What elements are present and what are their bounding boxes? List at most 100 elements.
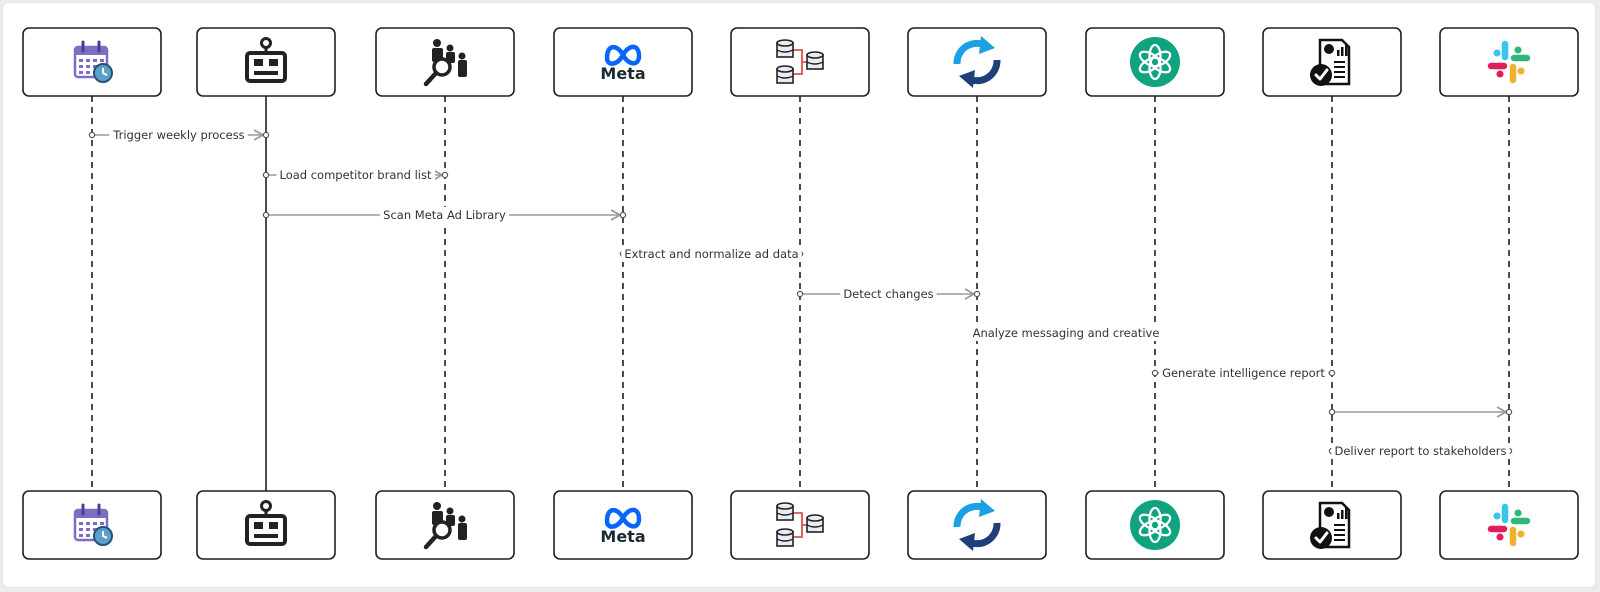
message-label-bg [276, 167, 435, 183]
message-end-dot [1328, 369, 1336, 377]
message-label: Extract and normalize ad data [624, 247, 798, 261]
competitor-research-icon [423, 39, 467, 87]
report-bar [1337, 513, 1340, 519]
meta-logo: Meta [600, 507, 646, 546]
calendar-cell [79, 534, 83, 537]
report-bar [1345, 44, 1348, 56]
slack-dot [1493, 512, 1501, 520]
database-network-icon [776, 39, 824, 84]
robot-eye [269, 59, 278, 66]
calendar-cell [79, 528, 83, 531]
message-4: Extract and normalize ad data [619, 246, 804, 262]
slack-icon [1487, 40, 1531, 84]
magnifier-handle [423, 533, 439, 550]
sync-arrowhead-top [979, 499, 995, 517]
calendar-cell [79, 65, 83, 68]
message-label-bg [1331, 443, 1510, 459]
database-cylinder-top [776, 39, 794, 47]
message-start-dot [262, 211, 270, 219]
message-label-bg [840, 286, 937, 302]
calendar-cell [86, 59, 90, 62]
robot-eye [254, 522, 263, 529]
person-head [446, 507, 454, 515]
slack-icon [1487, 503, 1531, 547]
participant-top-openai [1085, 27, 1225, 97]
report-bar [1337, 50, 1340, 56]
calendar-cell [93, 528, 97, 531]
report-bar [1345, 507, 1348, 519]
slack-dot [1514, 46, 1522, 54]
calendar-cell [86, 65, 90, 68]
robot-eye [254, 59, 263, 66]
message-label-bg [380, 207, 510, 223]
robot-icon [245, 37, 287, 83]
participant-bottom-calendar-clock [22, 490, 162, 560]
database-cylinder-top [806, 51, 824, 59]
participant-top-competitor-research [375, 27, 515, 97]
participant-top-robot [196, 27, 336, 97]
participant-top-sync-arrows [907, 27, 1047, 97]
database-cylinder-band [776, 538, 794, 542]
calendar-clock-icon [73, 503, 113, 546]
person-body [458, 523, 467, 540]
sync-arrowhead-top [979, 36, 995, 54]
magnifier-lens [432, 57, 452, 77]
check-badge [1310, 527, 1332, 549]
calendar-cell [93, 65, 97, 68]
message-end-dot [1505, 408, 1513, 416]
message-3: Scan Meta Ad Library [262, 207, 627, 223]
database-network-icon [776, 502, 824, 547]
robot-mouth [254, 534, 278, 538]
report-check-icon [1310, 38, 1351, 86]
magnifier-lens [432, 520, 452, 540]
robot-mouth [254, 71, 278, 75]
participant-bottom-robot [196, 490, 336, 560]
message-1: Trigger weekly process [88, 127, 270, 143]
meta-infinity-mark [604, 44, 642, 66]
magnifier-handle [423, 70, 439, 87]
person-body [458, 60, 467, 77]
participant-bottom-database-network [730, 490, 870, 560]
database-cylinder-top [776, 65, 794, 73]
participant-box [553, 490, 693, 560]
clock-hands [102, 68, 108, 76]
clock-hands [102, 531, 108, 539]
sync-arrowhead-bottom [959, 533, 975, 551]
calendar-cell [100, 59, 104, 62]
slack-dot [1493, 49, 1501, 57]
openai-knot-segment [1138, 513, 1161, 531]
calendar-cell [86, 528, 90, 531]
message-start-dot [262, 171, 270, 179]
calendar-cell [86, 534, 90, 537]
sync-arrows-icon [953, 36, 1001, 88]
message-5: Detect changes [796, 286, 981, 302]
participant-bottom-sync-arrows [907, 490, 1047, 560]
robot-antenna [260, 500, 272, 512]
meta-wordmark: Meta [600, 527, 645, 546]
message-label: Scan Meta Ad Library [383, 208, 506, 222]
message-6: Analyze messaging and creative [969, 325, 1163, 341]
message-label: Trigger weekly process [112, 128, 244, 142]
calendar-cell [79, 71, 83, 74]
person-head [458, 515, 466, 523]
message-label: Detect changes [843, 287, 933, 301]
participant-bottom-meta: Meta [553, 490, 693, 560]
calendar-cell [93, 522, 97, 525]
participant-bottom-report-check [1262, 490, 1402, 560]
message-start-dot [1151, 369, 1159, 377]
message-start-dot [1328, 408, 1336, 416]
calendar-header [75, 510, 107, 518]
person-head [433, 39, 441, 47]
check-mark [1314, 68, 1329, 81]
slack-dot [1517, 67, 1525, 75]
slack-dot [1514, 509, 1522, 517]
database-cylinder-band [776, 49, 794, 53]
meta-infinity-mark [604, 507, 642, 529]
database-cylinder-band [776, 75, 794, 79]
person-head [446, 44, 454, 52]
calendar-cell [79, 522, 83, 525]
report-pie [1324, 507, 1334, 517]
check-badge [1310, 64, 1332, 86]
robot-antenna [260, 37, 272, 49]
